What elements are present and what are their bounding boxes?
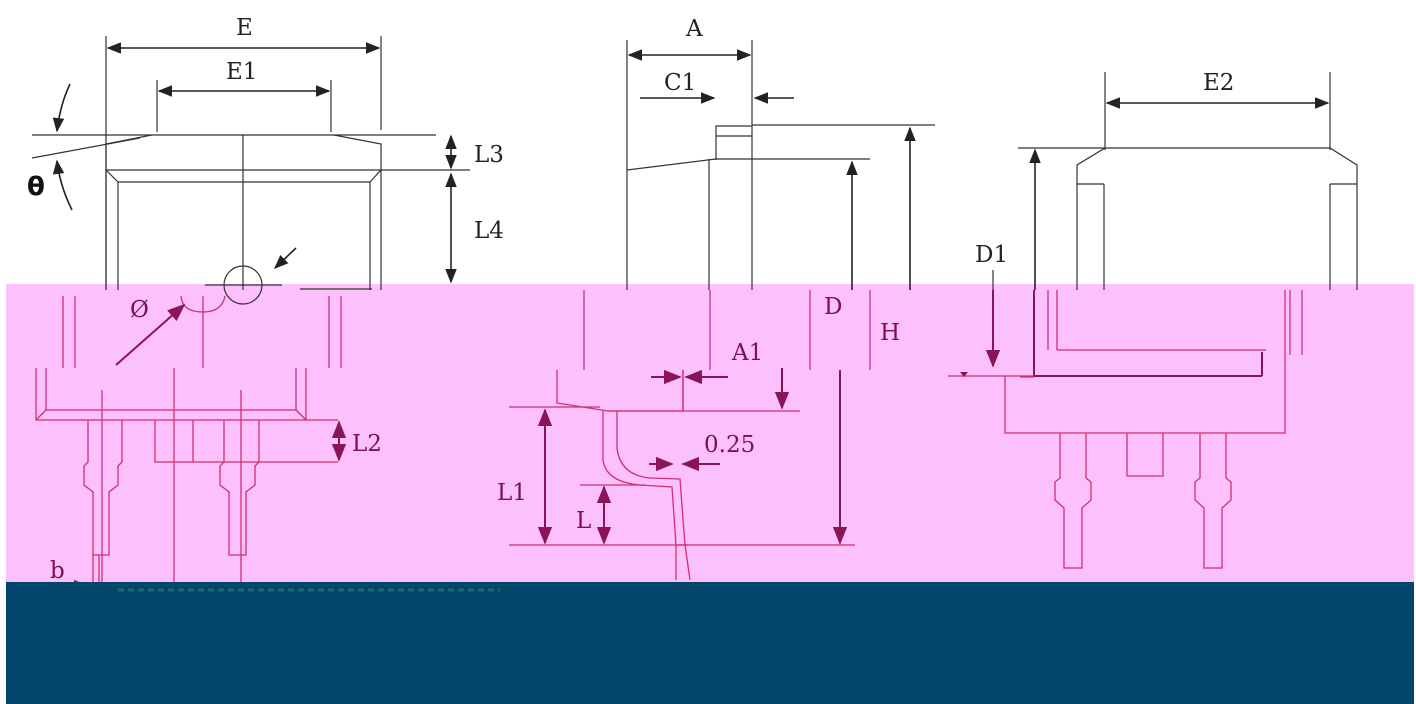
label-A: A — [685, 16, 703, 42]
label-theta: θ — [27, 172, 45, 202]
label-L1: L1 — [497, 480, 527, 506]
label-diameter: Ø — [130, 297, 149, 323]
label-E1: E1 — [226, 59, 257, 85]
label-C1: C1 — [664, 70, 696, 96]
label-L3: L3 — [474, 142, 504, 168]
label-L2: L2 — [352, 431, 382, 457]
side-view-bottom — [509, 290, 871, 581]
back-view-bottom — [948, 290, 1303, 569]
label-D: D — [824, 294, 842, 320]
label-D1: D1 — [975, 242, 1008, 268]
label-H: H — [880, 320, 900, 346]
front-view-top — [31, 36, 470, 305]
label-lead-thickness: 0.25 — [704, 432, 755, 458]
footer-band — [6, 582, 1414, 704]
side-view-top — [626, 40, 935, 290]
label-L4: L4 — [474, 218, 504, 244]
label-E2: E2 — [1203, 70, 1234, 96]
label-A1: A1 — [731, 340, 763, 366]
label-b: b — [50, 558, 65, 584]
front-view-bottom — [35, 295, 347, 595]
label-E: E — [236, 15, 253, 41]
label-L: L — [576, 508, 591, 534]
back-view-top — [992, 72, 1358, 290]
